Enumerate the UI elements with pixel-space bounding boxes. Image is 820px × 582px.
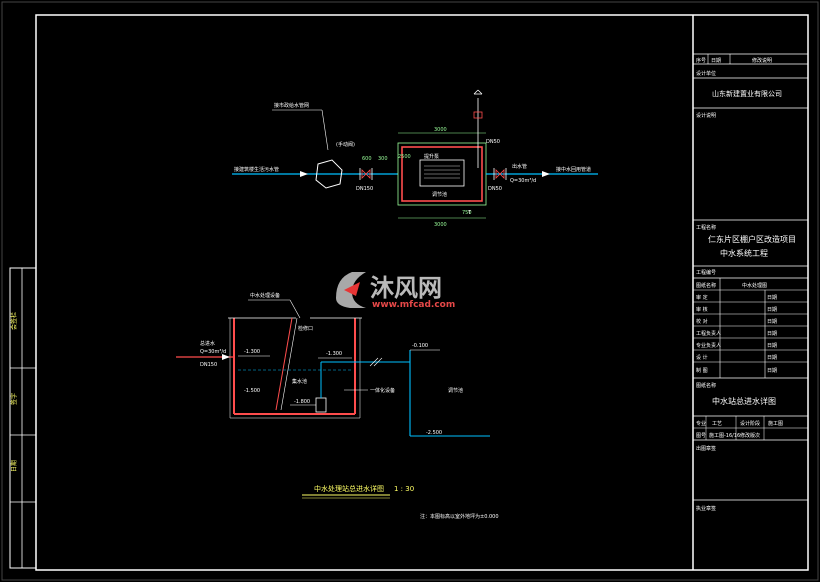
plan-pipe-a: DN150 xyxy=(356,186,373,192)
sec-inlet-note2: DN150 xyxy=(200,362,217,368)
strip-label-1: 会签栏 xyxy=(10,312,18,330)
inspection-well-octagon xyxy=(315,159,343,189)
role-2-date: 日期 xyxy=(767,307,777,313)
company-label: 设计单位 xyxy=(696,70,716,77)
sec-inlet-label: 总进水 xyxy=(200,340,215,347)
plan-inlet-label: 接建筑楼生活污水管 xyxy=(234,166,279,173)
role-7: 制 图 xyxy=(696,367,708,374)
company-name: 山东新建置业有限公司 xyxy=(712,89,782,98)
watermark: 沐风网 www.mfcad.com xyxy=(336,272,455,310)
version-label: 修改版次 xyxy=(740,432,760,439)
sec-inlet-note1: Q=30m³/d xyxy=(200,349,226,355)
spec-label: 专业 xyxy=(696,420,706,427)
project-label: 工程名称 xyxy=(696,224,716,231)
change-label: 修改说明 xyxy=(752,57,772,64)
strip-label-3: 日期 xyxy=(10,460,18,472)
plan-dim-side: 750 xyxy=(462,210,472,216)
stage-value: 施工图 xyxy=(768,420,783,427)
drawing-scale: 1 : 30 xyxy=(394,485,414,493)
sec-level-far: -0.100 xyxy=(412,343,428,349)
sheet-name: 中水站总进水详图 xyxy=(712,396,776,406)
role-5-date: 日期 xyxy=(767,343,777,349)
sheet-no-label: 图号 xyxy=(696,433,706,439)
outlet-arrow-icon xyxy=(542,171,550,177)
role-4-date: 日期 xyxy=(767,331,777,337)
plan-dim-bottom: 3000 xyxy=(434,222,447,228)
drawing-category-value: 中水处理图 xyxy=(742,282,767,289)
project-name-line1: 仁东片区棚户区改造项目 xyxy=(708,234,796,244)
outlet-valve-icon xyxy=(495,169,505,179)
role-1: 审 定 xyxy=(696,294,708,301)
plan-dim-inner: 2500 xyxy=(398,154,411,160)
watermark-brand: 沐风网 xyxy=(370,274,442,302)
project-name-line2: 中水系统工程 xyxy=(720,248,768,258)
spec-value: 工艺 xyxy=(712,421,722,427)
role-1-date: 日期 xyxy=(767,295,777,301)
roles-table: 图纸名称 中水处理图 审 定 日期 审 核 日期 校 对 日期 工程负责人 日期… xyxy=(693,278,808,379)
sec-inlet-arrow-icon xyxy=(222,354,230,360)
sec-tank-label: 集水池 xyxy=(292,378,307,385)
footnote: 注：本图标高以室外地坪为±0.000 xyxy=(420,513,499,520)
gate-valve-icon xyxy=(361,169,371,179)
role-6-date: 日期 xyxy=(767,355,777,361)
plan-dim-left1: 600 xyxy=(362,156,372,162)
drawing-title: 中水处理站总进水详图 xyxy=(314,484,384,493)
seal-label: 出图章签 xyxy=(696,445,716,452)
stage-label: 设计阶段 xyxy=(740,420,760,427)
left-sign-strip: 会签栏 签字 日期 xyxy=(9,267,37,569)
title-block: 序号 日期 修改说明 设计单位 山东新建置业有限公司 设计说明 工程名称 仁东片… xyxy=(692,15,808,570)
sec-level-a: -1.300 xyxy=(244,349,260,355)
sec-level-bottom: -1.800 xyxy=(294,399,310,405)
role-5: 专业负责人 xyxy=(696,342,721,349)
role-7-date: 日期 xyxy=(767,368,777,374)
plan-valve-note: (手动阀) xyxy=(336,141,355,148)
plan-outlet-label: 接中水回用管道 xyxy=(556,166,591,173)
flow-arrow-icon xyxy=(300,171,308,177)
sheet-name-label: 图纸名称 xyxy=(696,382,716,389)
watermark-url: www.mfcad.com xyxy=(372,300,455,310)
role-3-date: 日期 xyxy=(767,319,777,325)
project-no-label: 工程编号 xyxy=(696,269,716,276)
plan-dim-top: 3000 xyxy=(434,127,447,133)
section-view: 中水处理设备 检修口 总进水 Q=30m³/d DN150 -1.300 -1.… xyxy=(176,292,490,437)
sec-top-label: 中水处理设备 xyxy=(250,292,280,299)
sec-riser-pipe xyxy=(275,317,293,411)
sec-right-label: 调节池 xyxy=(448,387,463,394)
role-3: 校 对 xyxy=(696,318,708,325)
plan-pump-label: 提升泵 xyxy=(424,153,439,160)
plan-tank-label: 调节池 xyxy=(432,191,447,198)
drawing-category-label: 图纸名称 xyxy=(696,282,716,289)
plan-pipe-c: DN50 xyxy=(488,186,502,192)
plan-pipe-b: DN50 xyxy=(486,139,500,145)
sec-level-b: -1.500 xyxy=(244,388,260,394)
plan-right-label: 出水管 xyxy=(512,163,527,170)
equipment-unit xyxy=(419,159,465,187)
sec-cover-label: 检修口 xyxy=(298,325,313,332)
drawing-title-block: 中水处理站总进水详图 1 : 30 注：本图标高以室外地坪为±0.000 xyxy=(302,484,499,520)
date-col-label: 日期 xyxy=(711,58,721,64)
sheet-no: 施工图-16/16 xyxy=(709,432,740,439)
design-notes-label: 设计说明 xyxy=(696,112,716,119)
plan-view: 接市政给水管网 (手动阀) 接建筑楼生活污水管 600 300 DN150 提升… xyxy=(232,89,598,228)
role-2: 审 核 xyxy=(696,306,708,313)
plan-small-note: T xyxy=(467,210,472,216)
strip-label-2: 签字 xyxy=(10,393,18,405)
role-6: 设 计 xyxy=(696,354,708,361)
plan-right-note: Q=30m³/d xyxy=(510,178,536,184)
seq-label: 序号 xyxy=(696,57,706,64)
tank-concrete-wall xyxy=(401,146,483,202)
sec-level-right: -1.300 xyxy=(326,351,342,357)
sec-pipe-label: 一体化设备 xyxy=(370,387,395,394)
stamp-label: 执业章签 xyxy=(696,505,716,512)
role-4: 工程负责人 xyxy=(696,330,721,337)
sec-level-far-bottom: -2.500 xyxy=(426,430,442,436)
plan-dim-left2: 300 xyxy=(378,156,388,162)
plan-top-note: 接市政给水管网 xyxy=(274,102,309,109)
